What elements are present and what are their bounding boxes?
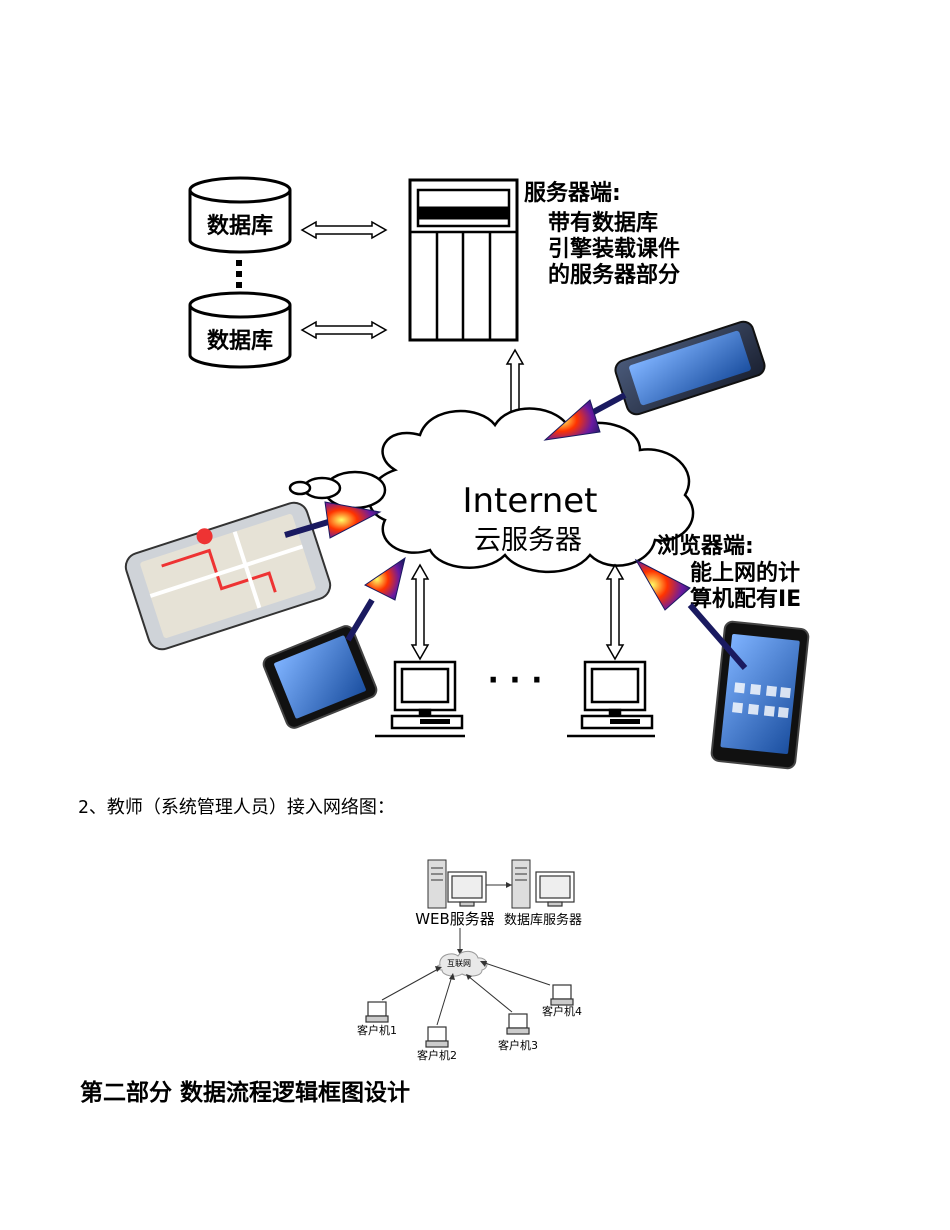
db-server-tower-icon <box>511 859 531 909</box>
client-label-3: 客户机3 <box>498 1038 538 1052</box>
double-arrow-cloud-pc1 <box>410 563 430 661</box>
web-server-tower-icon <box>427 859 447 909</box>
smartphone-icon-top-right <box>614 320 766 416</box>
browser-desc-line-2: 算机配有IE <box>690 586 801 612</box>
desktop-computer-icon-2 <box>567 660 655 738</box>
section-2-label: 2、教师（系统管理人员）接入网络图： <box>78 797 395 818</box>
desktop-computer-icon-1 <box>375 660 465 738</box>
client-label-2: 客户机2 <box>417 1048 457 1062</box>
vertical-ellipsis <box>236 260 242 288</box>
part-2-heading: 第二部分 数据流程逻辑框图设计 <box>80 1080 411 1106</box>
fire-arrow-top-right <box>543 392 627 441</box>
cloud-subtitle: 云服务器 <box>474 525 582 556</box>
client-computer-icon-3 <box>506 1013 530 1035</box>
database-icon-1 <box>188 176 292 254</box>
client-computer-icon-4 <box>550 984 574 1006</box>
client-link-arrowheads <box>435 961 487 980</box>
fire-arrow-bottom-left <box>345 556 406 642</box>
database-icon-2 <box>188 291 292 369</box>
cloud-label: 互联网 <box>447 959 471 968</box>
server-link-arrowhead <box>506 882 512 888</box>
fire-arrow-bottom-right <box>634 558 748 670</box>
double-arrow-cloud-pc2 <box>605 563 625 661</box>
client-label-4: 客户机4 <box>542 1004 582 1018</box>
double-arrow-db2-server <box>300 320 388 340</box>
horizontal-ellipsis: · · · <box>487 663 542 698</box>
database-label-1: 数据库 <box>207 213 273 239</box>
cloud-title: Internet <box>462 481 597 521</box>
client-computer-icon-2 <box>425 1026 449 1048</box>
web-server-monitor-icon <box>447 871 487 907</box>
client-links <box>381 961 551 1026</box>
smartphone-map-icon <box>124 501 332 651</box>
server-desc-line-3: 的服务器部分 <box>548 262 680 288</box>
internet-cloud-icon <box>288 407 695 574</box>
internet-cloud-small-icon <box>436 950 488 977</box>
server-icon <box>408 178 519 342</box>
browser-title: 浏览器端: <box>657 533 754 559</box>
system-architecture-diagram: 数据库 数据库 服务器端: 带有数据库 引擎装载课件 的服务器部分 <box>124 176 810 770</box>
teacher-network-diagram: WEB服务器 数据库服务器 互联网 客户机1 客户机2 客户机3 客户机4 <box>357 859 582 1062</box>
web-server-label: WEB服务器 <box>415 910 495 928</box>
fire-arrow-left <box>284 501 382 539</box>
browser-desc-line-1: 能上网的计 <box>690 560 800 586</box>
db-server-label: 数据库服务器 <box>504 912 582 928</box>
client-computer-icon-1 <box>365 1001 389 1023</box>
db-server-monitor-icon <box>535 871 575 907</box>
database-label-2: 数据库 <box>207 328 273 354</box>
client-label-1: 客户机1 <box>357 1023 397 1037</box>
server-desc-line-2: 引擎装载课件 <box>548 236 680 262</box>
server-title: 服务器端: <box>524 181 621 206</box>
server-desc-line-1: 带有数据库 <box>548 210 658 236</box>
server-cloud-arrowhead <box>457 949 463 955</box>
double-arrow-db1-server <box>300 220 388 240</box>
smartphone-icon-bottom-left <box>262 625 378 729</box>
